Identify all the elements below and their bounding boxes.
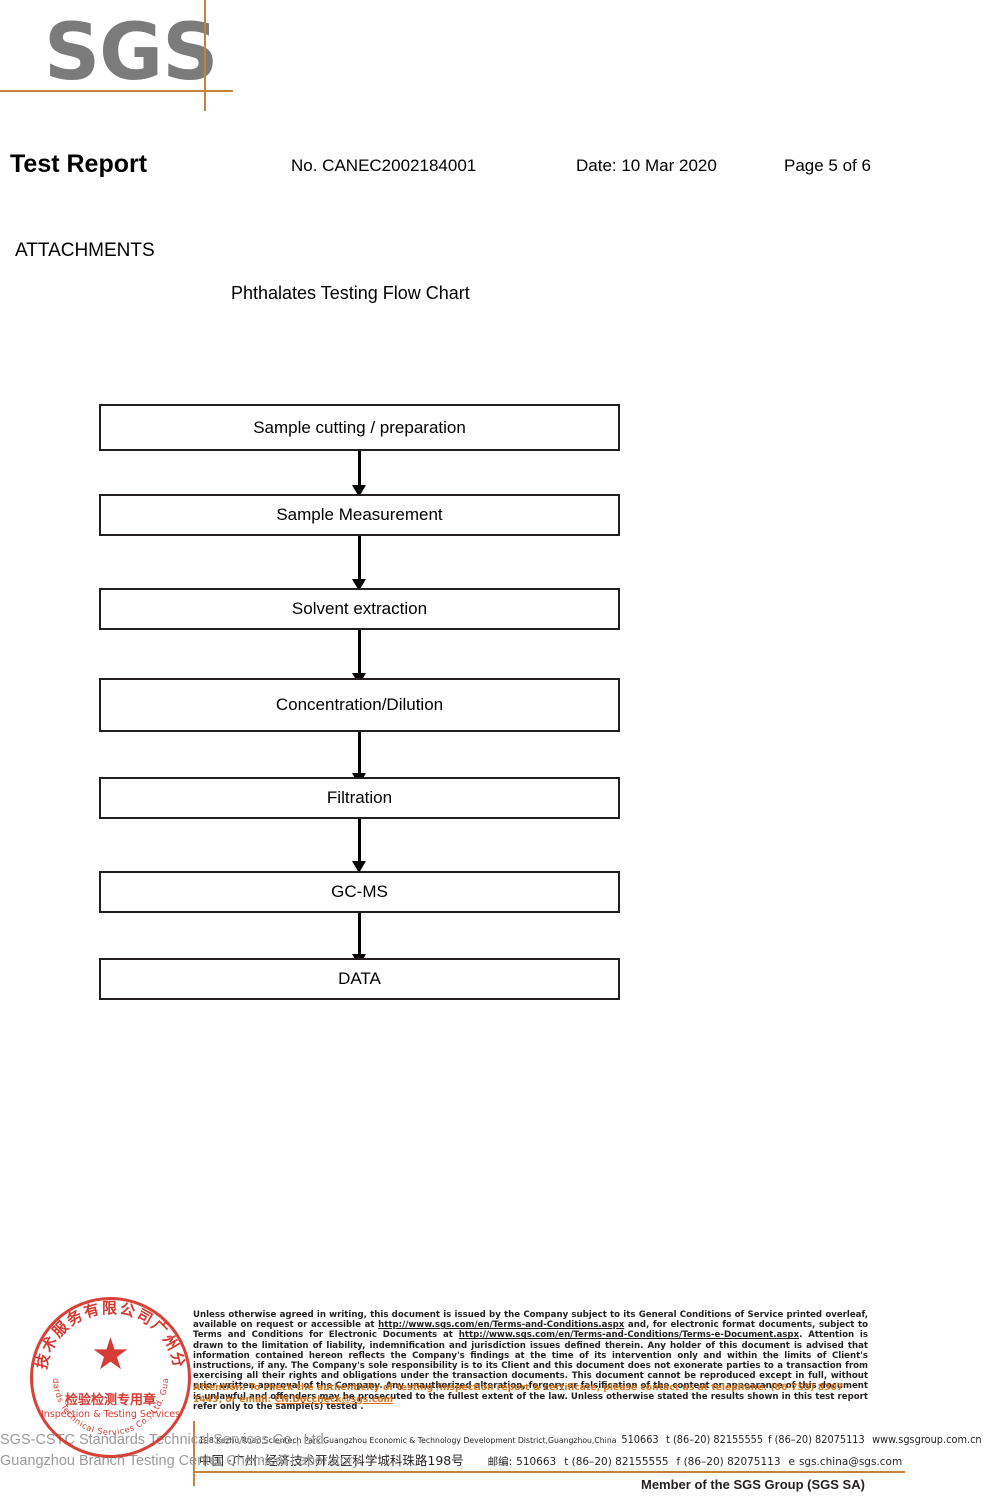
terms-e-document-link[interactable]: http://www.sgs.com/en/Terms-and-Conditio… (458, 1330, 800, 1341)
flow-arrow-3 (352, 630, 366, 685)
flow-node-label: GC-MS (331, 882, 388, 901)
flow-node-filtration: Filtration (99, 777, 620, 819)
legal-part-3: . Attention is drawn to the limitation o… (193, 1330, 868, 1412)
address-en-website[interactable]: www.sgsgroup.com.cn (872, 1434, 982, 1446)
address-en-street: 198 Kezhu Road,Scientech Park Guangzhou … (199, 1435, 617, 1445)
address-cn-email[interactable]: sgs.china@sgs.com (798, 1456, 903, 1468)
flow-chart-title: Phthalates Testing Flow Chart (231, 283, 470, 303)
address-cn-email-label: e (788, 1456, 795, 1468)
flow-node-label: Concentration/Dilution (275, 695, 444, 714)
address-en-fax: f (86–20) 82075113 (768, 1434, 865, 1446)
address-cn-tel: t (86–20) 82155555 (564, 1456, 669, 1468)
footer-horizontal-rule (193, 1471, 905, 1473)
inspection-stamp: 标准技术服务有限公司广州分公司 SGS-CSTC Standards Techn… (20, 1283, 191, 1458)
flow-node-label: DATA (338, 969, 381, 988)
sgs-logo: SGS (44, 8, 218, 98)
flow-arrow-5 (352, 819, 366, 873)
stamp-center-english: Inspection & Testing Services (41, 1409, 180, 1420)
flow-node-concentration-dilution: Concentration/Dilution (99, 678, 620, 732)
footer-attention-text: Attention: To check the authenticity of … (193, 1382, 871, 1405)
flow-node-sample-measurement: Sample Measurement (99, 494, 620, 536)
address-en-tel: t (86–20) 82155555 (666, 1434, 764, 1446)
company-name-overlay-line2: Guangzhou Branch Testing Center Chemical… (0, 1453, 363, 1469)
footer-vertical-rule (193, 1421, 195, 1486)
flow-arrow-4 (352, 732, 366, 785)
header-vertical-rule (204, 0, 206, 111)
attention-text: Attention: To check the authenticity of … (193, 1382, 844, 1405)
stamp-arc-text: 标准技术服务有限公司广州分公司 SGS-CSTC Standards Techn… (20, 1283, 186, 1437)
flow-arrow-6 (352, 913, 366, 966)
flow-node-solvent-extraction: Solvent extraction (99, 588, 620, 630)
address-cn-postcode-label: 邮编: (487, 1456, 513, 1468)
flow-node-gc-ms: GC-MS (99, 871, 620, 913)
flow-arrow-2 (352, 536, 366, 591)
footer-address-chinese: 中国 ·广州 ·经济技术开发区科学城科珠路198号 邮编: 510663 t (… (199, 1450, 902, 1469)
address-cn-fax: f (86–20) 82075113 (676, 1456, 781, 1468)
footer-member-text: Member of the SGS Group (SGS SA) (641, 1477, 865, 1492)
address-en-postcode: 510663 (621, 1434, 659, 1446)
flow-arrow-1 (352, 451, 366, 497)
flow-node-label: Sample cutting / preparation (253, 417, 466, 437)
stamp-center-chinese: 检验检测专用章 (64, 1393, 156, 1408)
stamp-ring (30, 1297, 191, 1458)
footer-legal-text: Unless otherwise agreed in writing, this… (193, 1310, 868, 1412)
section-heading-attachments: ATTACHMENTS (15, 240, 155, 261)
report-number: No. CANEC2002184001 (291, 156, 477, 175)
star-icon: ★ (90, 1330, 131, 1379)
legal-part-1: Unless otherwise agreed in writing, this… (193, 1310, 868, 1331)
doccheck-email-link[interactable]: CN.Doccheck@sgs.com (274, 1393, 394, 1405)
flow-node-data: DATA (99, 958, 620, 1000)
flow-node-label: Sample Measurement (276, 505, 443, 524)
terms-conditions-link[interactable]: http://www.sgs.com/en/Terms-and-Conditio… (378, 1320, 625, 1331)
page-indicator: Page 5 of 6 (784, 156, 871, 175)
footer-address-english: 198 Kezhu Road,Scientech Park Guangzhou … (199, 1434, 982, 1446)
flow-node-label: Solvent extraction (291, 599, 428, 618)
header-horizontal-rule (0, 90, 233, 92)
address-cn-postcode: 510663 (516, 1456, 557, 1468)
legal-part-2: and, for electronic format documents, su… (193, 1320, 868, 1341)
report-date: Date: 10 Mar 2020 (576, 156, 717, 175)
flow-node-sample-cutting: Sample cutting / preparation (99, 404, 620, 451)
page-title: Test Report (10, 150, 148, 178)
address-cn-street: 中国 ·广州 ·经济技术开发区科学城科珠路198号 (199, 1453, 464, 1468)
flow-node-label: Filtration (326, 788, 393, 807)
